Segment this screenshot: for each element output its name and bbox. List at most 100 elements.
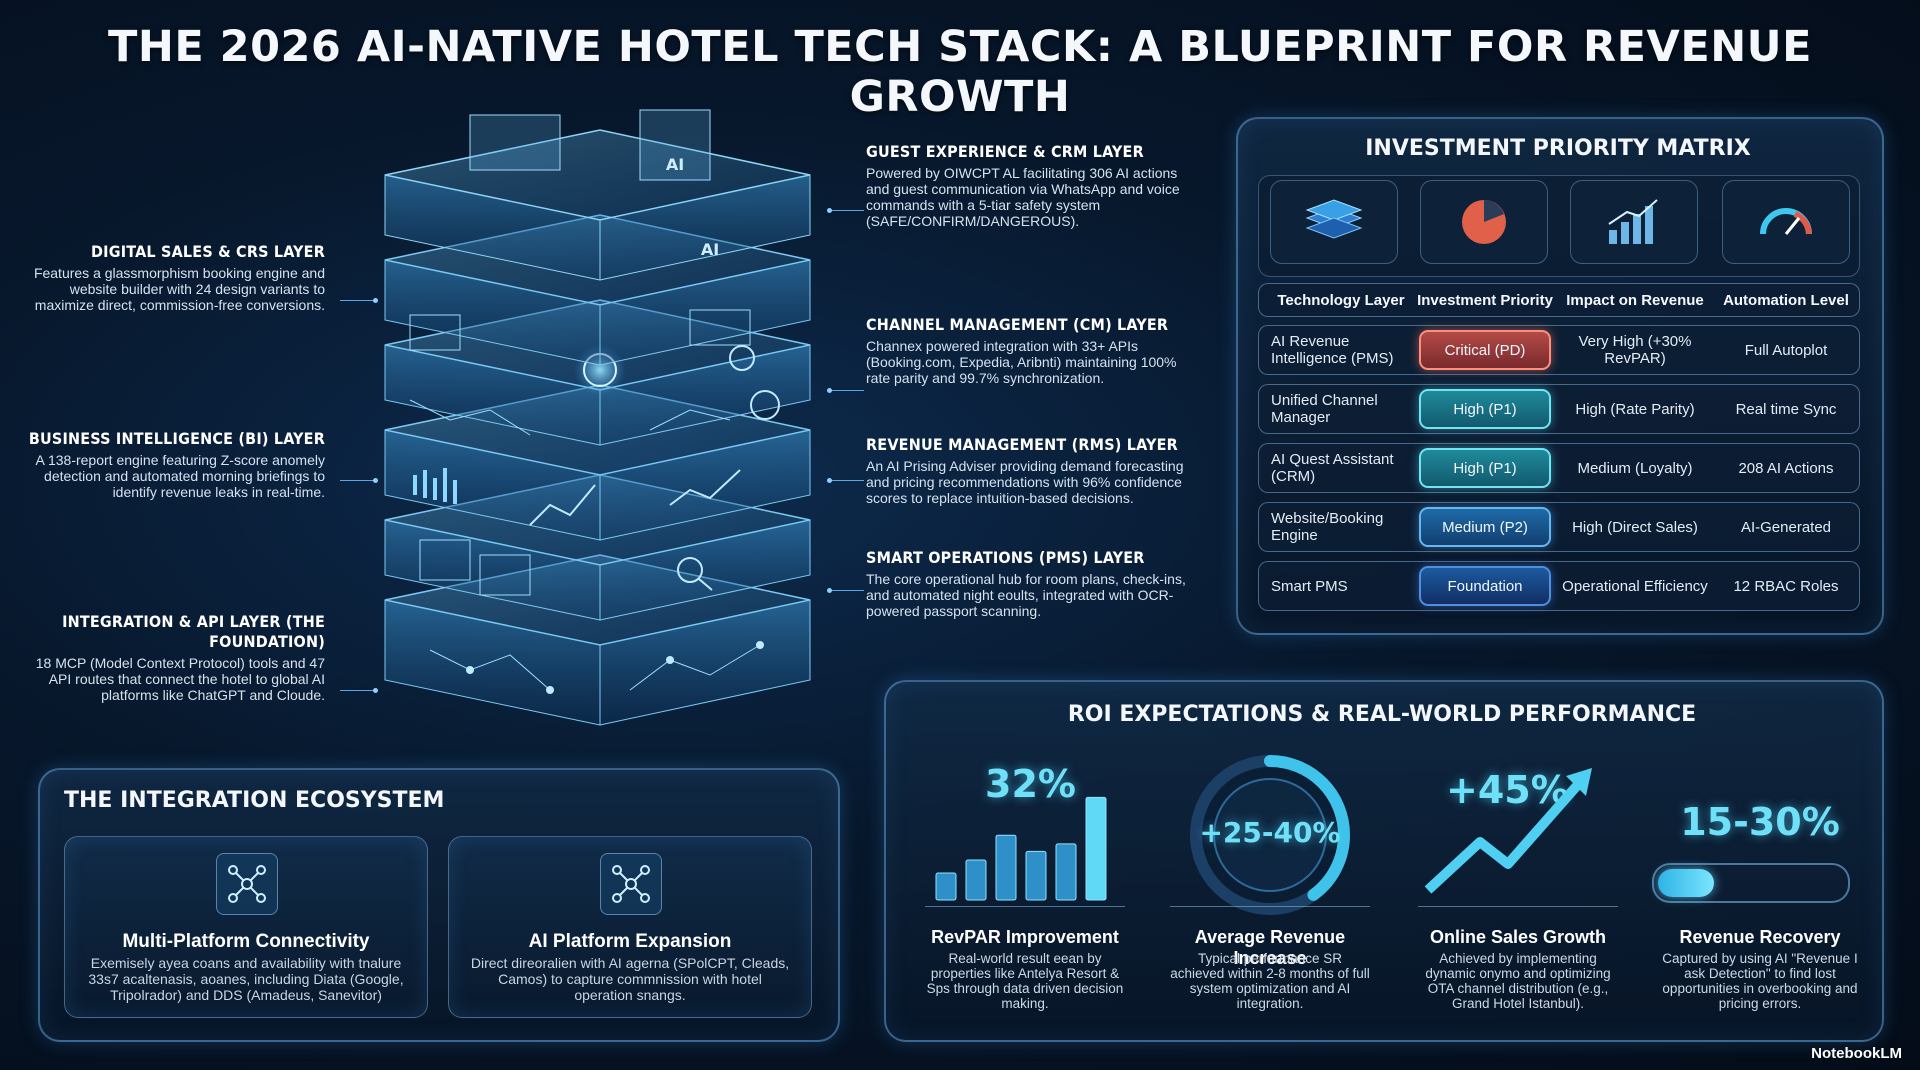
roi-stat-average-revenue: +25-40% xyxy=(1199,816,1341,849)
table-row: AI Revenue Intelligence (PMS) Critical (… xyxy=(1258,325,1860,375)
connector-line xyxy=(340,298,378,303)
connector-line xyxy=(827,478,864,483)
impact-cell: High (Direct Sales) xyxy=(1572,518,1698,536)
header-automation-level: Automation Level xyxy=(1723,291,1849,309)
roi-item-title: Revenue Recovery xyxy=(1679,927,1841,947)
ecosystem-title: THE INTEGRATION ECOSYSTEM xyxy=(64,788,445,813)
growth-arrow-icon xyxy=(1424,768,1592,894)
network-icon xyxy=(600,853,662,915)
brand-logo: NotebookLM xyxy=(1811,1045,1902,1062)
technology-layer-cell: AI Quest Assistant (CRM) xyxy=(1271,451,1394,485)
roi-item-text: Real-world result eean by properties lik… xyxy=(926,951,1124,1011)
gauge-icon xyxy=(1722,180,1850,264)
roi-stat-revenue-recovery: 15-30% xyxy=(1680,800,1840,844)
layer-description: An AI Prising Adviser providing demand f… xyxy=(866,458,1184,506)
main-title: THE 2026 AI-NATIVE HOTEL TECH STACK: A B… xyxy=(108,22,1812,122)
connector-line xyxy=(827,388,864,393)
connector-line xyxy=(827,208,864,213)
revpar-bar-chart xyxy=(935,796,1107,901)
network-icon xyxy=(216,853,278,915)
revpar-bar xyxy=(1085,796,1107,901)
layer-label-digital-sales: DIGITAL SALES & CRS LAYER Features a gla… xyxy=(25,242,325,313)
priority-badge: High (P1) xyxy=(1419,448,1551,488)
eco-card-title: AI Platform Expansion xyxy=(528,931,732,952)
automation-cell: AI-Generated xyxy=(1740,518,1832,536)
bar-growth-icon xyxy=(1570,180,1698,264)
automation-cell: Real time Sync xyxy=(1735,400,1837,418)
automation-cell: 208 AI Actions xyxy=(1738,459,1834,477)
ai-badge-top: AI xyxy=(666,155,684,174)
layer-description: 18 MCP (Model Context Protocol) tools an… xyxy=(35,655,325,703)
revpar-bar xyxy=(1055,843,1077,901)
revpar-bar xyxy=(995,834,1017,901)
header-investment-priority: Investment Priority xyxy=(1417,291,1553,309)
ai-badge-side: AI xyxy=(701,240,719,259)
priority-badge: Critical (PD) xyxy=(1419,330,1551,370)
revpar-bar xyxy=(935,872,957,901)
technology-layer-cell: Website/Booking Engine xyxy=(1271,510,1384,544)
layer-description: The core operational hub for room plans,… xyxy=(866,571,1186,619)
layer-title: BUSINESS INTELLIGENCE (BI) LAYER xyxy=(28,429,325,448)
impact-cell: Very High (+30% RevPAR) xyxy=(1578,333,1692,367)
technology-layer-cell: Unified Channel Manager xyxy=(1271,392,1378,426)
layer-label-integration: INTEGRATION & API LAYER (THE FOUNDATION)… xyxy=(25,612,325,703)
eco-card-ai-platform: AI Platform Expansion Direct direoralien… xyxy=(448,836,812,1018)
layer-description: A 138-report engine featuring Z-score an… xyxy=(35,452,326,500)
roi-stat-revpar: 32% xyxy=(985,762,1076,806)
roi-item-text: Achieved by implementing dynamic onymo a… xyxy=(1425,951,1611,1011)
roi-item-title: Online Sales Growth xyxy=(1429,927,1607,947)
header-impact-on-revenue: Impact on Revenue xyxy=(1566,291,1704,309)
automation-cell: 12 RBAC Roles xyxy=(1733,577,1839,595)
matrix-title: INVESTMENT PRIORITY MATRIX xyxy=(1365,136,1751,161)
eco-card-multi-platform: Multi-Platform Connectivity Exemisely ay… xyxy=(64,836,428,1018)
layer-label-revenue-management: REVENUE MANAGEMENT (RMS) LAYER An AI Pri… xyxy=(866,435,1186,506)
table-row: Smart PMS Foundation Operational Efficie… xyxy=(1258,561,1860,611)
layer-label-smart-operations: SMART OPERATIONS (PMS) LAYER The core op… xyxy=(866,548,1186,619)
layer-title: SMART OPERATIONS (PMS) LAYER xyxy=(866,548,1145,567)
revenue-ring-gauge xyxy=(1190,755,1350,915)
layer-title: REVENUE MANAGEMENT (RMS) LAYER xyxy=(866,435,1178,454)
pie-chart-icon xyxy=(1420,180,1548,264)
roi-item-title: RevPAR Improvement xyxy=(931,927,1119,947)
table-row: AI Quest Assistant (CRM) High (P1) Mediu… xyxy=(1258,443,1860,493)
roi-stat-online-sales: +45% xyxy=(1446,768,1569,812)
tech-stack-illustration: AI AI xyxy=(384,109,811,726)
revpar-bar xyxy=(965,859,987,901)
layers-icon xyxy=(1270,180,1398,264)
roi-item-text: Captured by using AI "Revenue I ask Dete… xyxy=(1662,951,1858,1011)
table-row: Unified Channel Manager High (P1) High (… xyxy=(1258,384,1860,434)
connector-line xyxy=(827,588,864,593)
table-row: Website/Booking Engine Medium (P2) High … xyxy=(1258,502,1860,552)
priority-badge: Medium (P2) xyxy=(1419,507,1551,547)
layer-title: INTEGRATION & API LAYER (THE FOUNDATION) xyxy=(62,612,325,651)
impact-cell: High (Rate Parity) xyxy=(1575,400,1695,418)
layer-title: DIGITAL SALES & CRS LAYER xyxy=(91,242,325,261)
recovery-progress-fill xyxy=(1658,869,1714,897)
layer-description: Powered by OIWCPT AL facilitating 306 AI… xyxy=(866,165,1180,229)
slab-guest-experience: AI AI xyxy=(384,109,811,281)
layer-title: GUEST EXPERIENCE & CRM LAYER xyxy=(866,142,1144,161)
eco-card-text: Direct direoralien with AI agerna (SPolC… xyxy=(470,955,790,1003)
layer-label-business-intelligence: BUSINESS INTELLIGENCE (BI) LAYER A 138-r… xyxy=(25,429,325,500)
divider xyxy=(1418,906,1618,907)
layer-description: Channex powered integration with 33+ API… xyxy=(866,338,1177,386)
matrix-header-row: Technology Layer Investment Priority Imp… xyxy=(1258,283,1860,317)
connector-line xyxy=(340,688,378,693)
roi-item-text: Typical performance SR achieved within 2… xyxy=(1170,951,1370,1011)
technology-layer-cell: Smart PMS xyxy=(1271,577,1348,595)
layer-title: CHANNEL MANAGEMENT (CM) LAYER xyxy=(866,315,1169,334)
recovery-progress-track xyxy=(1652,863,1850,903)
connector-line xyxy=(340,478,378,483)
divider xyxy=(925,906,1125,907)
eco-card-title: Multi-Platform Connectivity xyxy=(122,931,370,952)
priority-badge: Foundation xyxy=(1419,566,1551,606)
layer-description: Features a glassmorphism booking engine … xyxy=(33,265,325,313)
roi-item-title: Average Revenue Increase xyxy=(1194,927,1346,968)
roi-panel xyxy=(884,680,1884,1042)
layer-label-channel-management: CHANNEL MANAGEMENT (CM) LAYER Channex po… xyxy=(866,315,1186,386)
layer-label-guest-experience: GUEST EXPERIENCE & CRM LAYER Powered by … xyxy=(866,142,1186,229)
divider xyxy=(1170,906,1370,907)
priority-badge: High (P1) xyxy=(1419,389,1551,429)
technology-layer-cell: AI Revenue Intelligence (PMS) xyxy=(1271,333,1394,367)
header-technology-layer: Technology Layer xyxy=(1277,291,1405,309)
